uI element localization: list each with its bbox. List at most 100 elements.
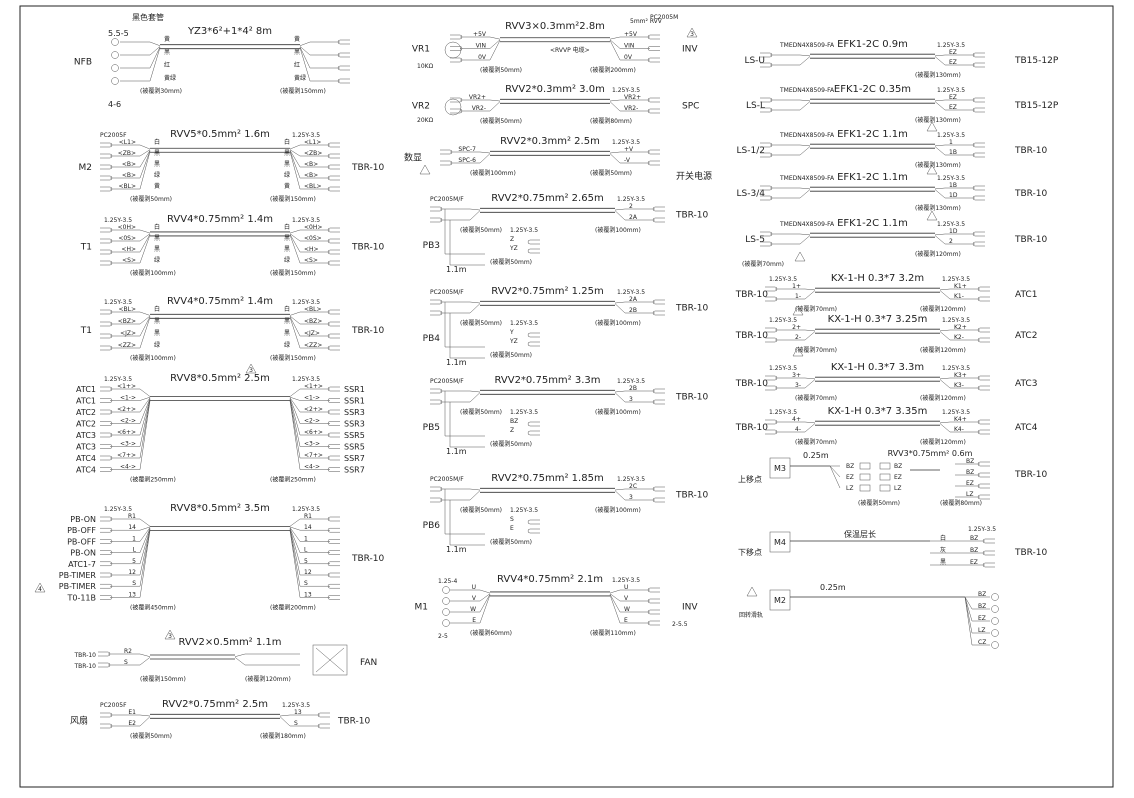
cable-spec: RVV4*0.75mm² 2.1m [497, 574, 603, 585]
strip-length-left: (被覆剥100mm) [470, 169, 516, 177]
harness-target-label: TBR-10 [675, 211, 709, 221]
wire-color-label: 黑 [154, 318, 160, 325]
lug-spec: 1.25Y-3.5 [617, 378, 645, 385]
wire-fanout-left [799, 54, 811, 57]
right-terminal-icon [527, 248, 540, 254]
wire-fanout-right [279, 714, 291, 717]
pin-label: <0S> [304, 235, 322, 242]
wire-fanout-left [479, 594, 491, 624]
wire-fanout-right [289, 398, 301, 436]
harness-target-label: INV [682, 45, 698, 55]
wire-fanout-right [614, 490, 626, 501]
connector-model: PC2005M/F [430, 476, 464, 483]
ring-terminal-icon [991, 593, 999, 601]
pin-label: <2+> [117, 406, 136, 413]
pin-label: <0S> [118, 235, 136, 242]
right-terminal-icon [327, 409, 340, 415]
wire-color-label: 黑 [284, 150, 290, 157]
right-terminal-icon [337, 39, 350, 45]
wire-color-label: 绿 [154, 171, 160, 179]
right-terminal-icon [647, 587, 660, 593]
pin-label: 2+ [792, 324, 801, 331]
warning-triangle-icon [686, 27, 698, 38]
sub-label: 10KΩ [417, 63, 434, 70]
pin-label: EZ [894, 474, 902, 481]
cable-spec: RVV5*0.5mm² 1.6m [170, 129, 270, 140]
warning-number: 3 [168, 633, 172, 640]
wire-fanout-right [934, 56, 946, 66]
harness-target-label: TBR-10 [675, 304, 709, 314]
wire-color-label: 黑 [940, 559, 946, 566]
branch-length: 0.25m [803, 451, 829, 460]
wire-fanout-left [469, 390, 481, 393]
wire-fanout-left [469, 490, 481, 501]
part-code: TMEDN4X8509-FA [779, 42, 835, 49]
harness-source-label: PB3 [423, 241, 440, 251]
warning-triangle-icon [419, 164, 431, 175]
lug-spec: 1.25Y-3.5 [510, 227, 538, 234]
strip-length-left: (被覆剥70mm) [795, 305, 837, 313]
wire-fanout-left [139, 388, 151, 397]
pin-name: ATC4 [76, 466, 96, 475]
potentiometer-icon [444, 41, 462, 59]
pin-label: K2+ [954, 324, 967, 331]
warning-triangle-icon [926, 121, 938, 132]
wire-fanout-right [234, 653, 246, 657]
right-terminal-icon [327, 527, 340, 533]
wire-fanout-left [139, 529, 151, 587]
strip-length-left: (被覆剥100mm) [130, 269, 176, 277]
wire-fanout-left [469, 303, 481, 314]
pin-label: YZ [509, 338, 518, 345]
warning-triangle-icon [792, 305, 804, 316]
pin-label: 2A [629, 214, 638, 221]
wire-fanout-right [289, 400, 301, 459]
cable-spec: RVV8*0.5mm² 3.5m [170, 503, 270, 514]
strip-length-left: (被覆剥70mm) [795, 394, 837, 402]
harness-target-label: TBR-10 [351, 326, 385, 336]
pin-label: <B> [304, 172, 318, 179]
wire-color-label: 红 [294, 61, 300, 69]
right-terminal-icon [327, 421, 340, 426]
strip-length-left: (被覆剥100mm) [130, 354, 176, 362]
harness-target-label: TBR-10 [337, 717, 371, 727]
wire-fanout-left [149, 47, 161, 82]
strip-length-right: (被覆剥120mm) [245, 675, 291, 683]
pin-label: <S> [122, 257, 136, 264]
ring-terminal-icon [111, 38, 119, 46]
pin-label: <B> [304, 161, 318, 168]
right-terminal-icon [652, 310, 665, 316]
wire-fanout-left [804, 377, 816, 380]
wire-fanout-right [609, 36, 621, 40]
harness-target-label: TBR-10 [1014, 189, 1048, 199]
pin-name: ATC1 [76, 385, 96, 394]
branch-length: 0.25m [820, 583, 846, 592]
cable-spec: KX-1-H 0.3*7 3.25m [828, 314, 928, 325]
right-terminal-icon [977, 385, 990, 391]
pin-label: 1+ [792, 283, 801, 290]
strip-length-left: (被覆剥50mm) [460, 408, 502, 416]
lug-spec: 1.25Y-3.5 [104, 506, 132, 513]
right-terminal-icon [972, 152, 985, 158]
right-terminal-icon [327, 321, 340, 327]
strip-length-left: (被覆剥70mm) [742, 260, 784, 268]
pin-label: 1 [949, 139, 953, 146]
wire-fanout-left [139, 397, 151, 413]
note-label: 黑色套管 [132, 12, 164, 22]
wire-color-label: 红 [164, 61, 170, 69]
strip-length-left: (被覆剥50mm) [858, 499, 900, 507]
wire-fanout-left [149, 46, 161, 69]
pin-label: BZ [510, 418, 518, 425]
harness-source-label: LS-1/2 [737, 146, 765, 156]
pin-name: SSR5 [344, 443, 365, 452]
wire-fanout-right [609, 589, 621, 594]
wire-color-label: 白 [284, 223, 290, 231]
strip-length-left: (被覆剥50mm) [130, 732, 172, 740]
wire-fanout-left [489, 36, 501, 40]
strip-length-left: (被覆剥50mm) [460, 226, 502, 234]
strip-length-left: (被覆剥50mm) [490, 538, 532, 546]
pin-label: <B> [122, 161, 136, 168]
pin-label: 1- [795, 293, 801, 300]
right-terminal-icon [327, 583, 340, 589]
lug-spec: 1.25Y-3.5 [769, 365, 797, 372]
